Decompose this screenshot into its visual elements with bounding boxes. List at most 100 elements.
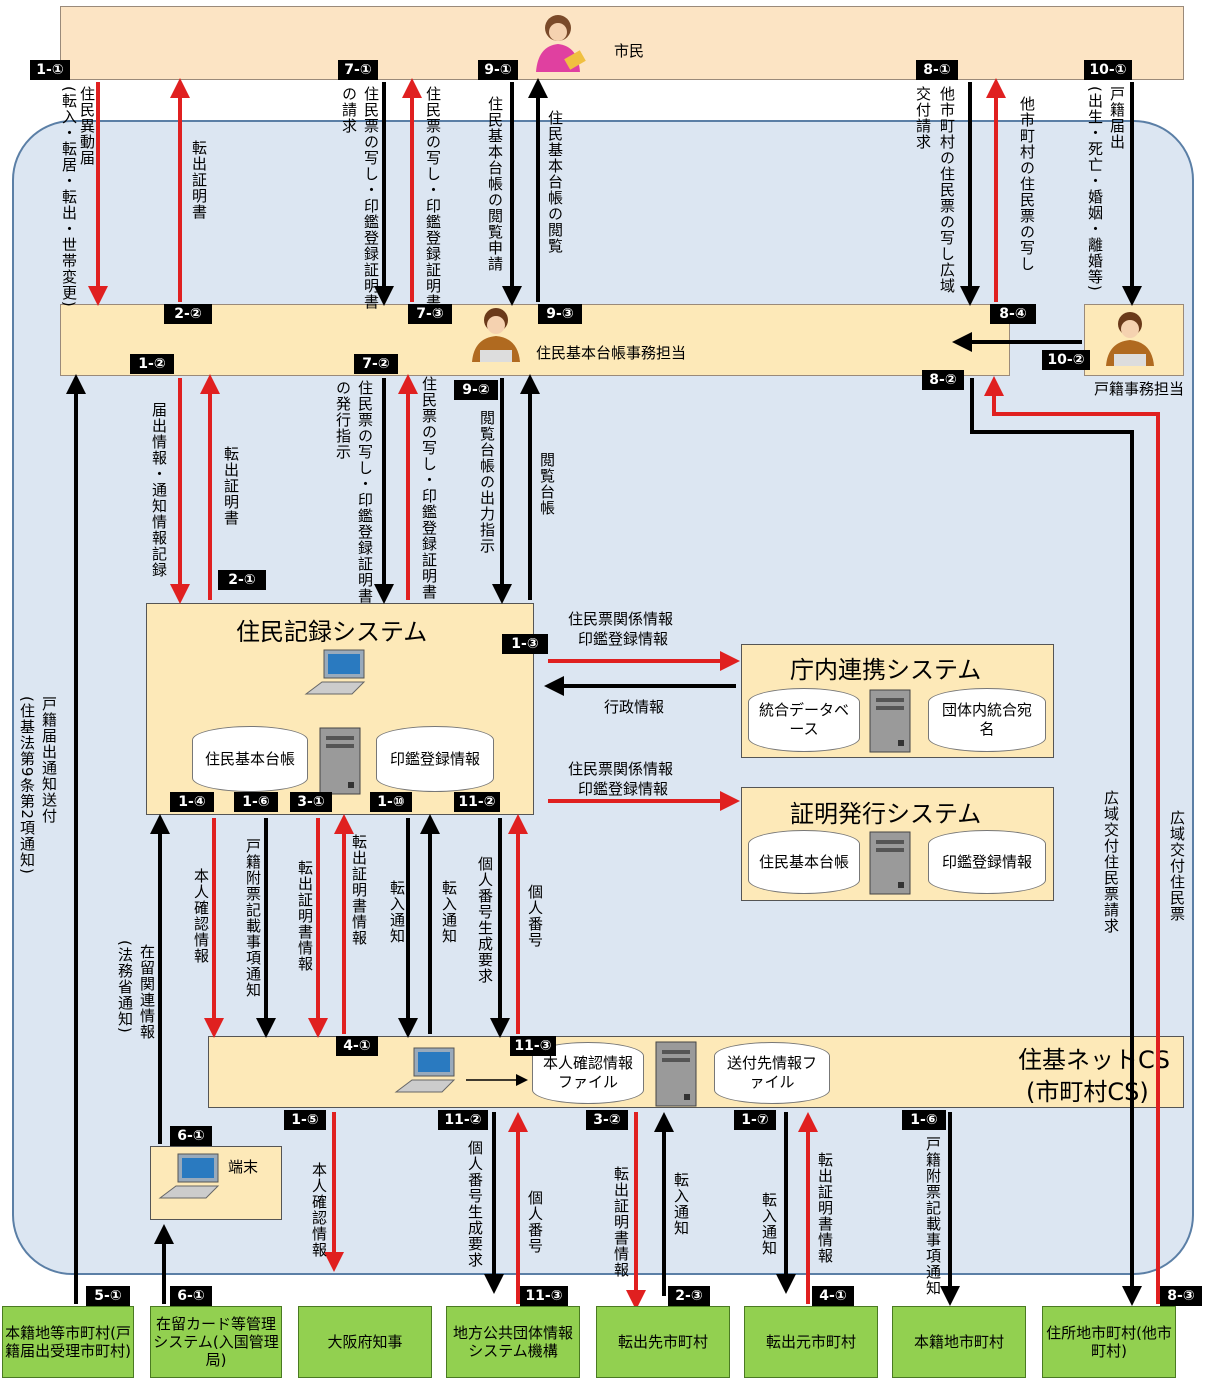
label-1-5: 本人確認情報 [310,1162,328,1258]
step-tag: 10-① [1084,60,1132,80]
computer-icon [156,1152,226,1204]
step-tag: 6-① [170,1126,212,1146]
label-1-2: 届出情報・通知情報記録 [150,402,168,578]
step-tag: 3-① [290,792,332,812]
label-shomei-a: 住民票関係情報 [568,760,674,778]
step-tag: 8-④ [990,304,1036,324]
citizen-label: 市民 [614,42,645,60]
cs-title-1: 住基ネットCS [1018,1046,1170,1074]
label-9-3: 住民基本台帳の閲覧 [546,110,564,254]
shomei-db-seal: 印鑑登録情報 [928,830,1046,894]
jumin-db-resident: 住民基本台帳 [192,726,308,792]
step-tag: 9-① [478,60,518,80]
server-icon [864,688,922,754]
server-icon [650,1040,708,1110]
step-tag: 4-① [812,1286,854,1306]
label-4-1: 転出証明書情報 [816,1152,834,1264]
label-1-6: 戸籍附票記載事項通知 [244,838,262,998]
entity-tenshutsu-moto: 転出元市町村 [744,1306,878,1378]
step-tag: 7-① [338,60,378,80]
entity-zairyu-system: 在留カード等管理システム(入国管理局) [150,1306,282,1378]
label-1-1b: (転入・転居・転出・世帯変更) [60,86,78,308]
chonai-system-title: 庁内連携システム [790,656,982,684]
server-icon [864,830,922,896]
label-2-3: 転入通知 [672,1172,690,1236]
chonai-db-address: 団体内統合宛名 [928,688,1046,752]
citizen-icon [530,10,590,74]
label-7-1b: 住民票の写し・印鑑登録証明書 [362,86,380,310]
label-1-3b: 印鑑登録情報 [578,630,669,648]
label-7-2a: の発行指示 [334,380,352,460]
entity-honseki-juri: 本籍地等市町村(戸籍届出受理市町村) [2,1306,134,1378]
step-tag: 7-③ [408,304,452,324]
label-8-3a: 広域交付住民票請求 [1102,790,1120,934]
step-tag: 1-⑥ [234,792,278,812]
step-tag: 4-① [336,1036,378,1056]
label-5-1a: 戸籍届出通知送付 [40,696,58,824]
step-tag: 1-⑥ [902,1110,946,1130]
entity-honseki: 本籍地市町村 [892,1306,1026,1378]
label-1-10b: 転入通知 [440,880,458,944]
step-tag: 8-② [922,370,964,390]
label-2-2: 転出証明書 [190,140,208,220]
step-tag: 3-② [586,1110,628,1130]
label-1-1a: 住民異動届 [78,86,96,166]
shomei-system-title: 証明発行システム [790,800,982,828]
step-tag: 2-③ [668,1286,710,1306]
step-tag: 11-② [438,1110,488,1130]
label-9-2b: 閲覧台帳 [538,452,556,516]
citizen-band [60,6,1184,80]
label-5-1b: (住基法第9条第2項通知) [18,696,36,875]
computer-icon [392,1046,462,1098]
shomei-db-resident: 住民基本台帳 [748,830,860,894]
resident-staff-label: 住民基本台帳事務担当 [536,344,687,362]
step-tag: 11-③ [520,1286,568,1306]
label-1-4: 本人確認情報 [192,868,210,964]
step-tag: 6-① [170,1286,212,1306]
step-tag: 7-② [354,354,398,374]
label-shomei-b: 印鑑登録情報 [578,780,669,798]
label-1-6c: 戸籍附票記載事項通知 [924,1136,942,1296]
label-9-1: 住民基本台帳の閲覧申請 [486,96,504,272]
label-3-1a: 転出証明書情報 [296,860,314,972]
resident-staff-icon [466,304,526,366]
label-10-1b: (出生・死亡・婚姻・離婚等) [1086,86,1104,292]
label-7-1a: の請求 [340,86,358,134]
label-11-2c: 個人番号生成要求 [466,1140,484,1268]
step-tag: 1-⑤ [284,1110,326,1130]
step-tag: 5-① [86,1286,130,1306]
jumin-db-seal: 印鑑登録情報 [376,726,494,792]
chonai-db-integrated: 統合データベース [748,688,860,752]
computer-icon [302,648,372,700]
step-tag: 2-② [164,304,212,324]
step-tag: 1-③ [502,634,548,654]
label-3-2: 転出証明書情報 [612,1166,630,1278]
entity-jlis: 地方公共団体情報システム機構 [446,1306,580,1378]
family-staff-label: 戸籍事務担当 [1094,380,1185,398]
label-gyosei: 行政情報 [604,698,665,716]
label-9-2a: 閲覧台帳の出力指示 [478,410,496,554]
label-3-1b: 転出証明書情報 [350,834,368,946]
label-1-3a: 住民票関係情報 [568,610,674,628]
step-tag: 11-③ [510,1036,556,1056]
step-tag: 2-① [218,570,266,590]
label-6-1b: (法務省通知) [116,940,134,1034]
cs-file-destination: 送付先情報ファイル [714,1042,830,1104]
label-2-1: 転出証明書 [222,446,240,526]
label-8-1a: 交付請求 [914,86,932,150]
jumin-system-title: 住民記録システム [236,618,428,646]
cs-title-2: (市町村CS) [1026,1078,1149,1106]
label-11-2r: 個人番号 [526,884,544,948]
entity-jusho: 住所地市町村(他市町村) [1042,1306,1176,1378]
label-8-3b: 広域交付住民票 [1168,810,1186,922]
step-tag: 1-① [30,60,70,80]
label-10-1a: 戸籍届出 [1108,86,1126,150]
step-tag: 8-③ [1160,1286,1202,1306]
step-tag: 1-④ [170,792,214,812]
step-tag: 9-③ [538,304,582,324]
server-icon [314,726,372,796]
step-tag: 10-② [1042,350,1090,370]
terminal-label: 端末 [228,1158,259,1176]
step-tag: 1-⑦ [734,1110,776,1130]
